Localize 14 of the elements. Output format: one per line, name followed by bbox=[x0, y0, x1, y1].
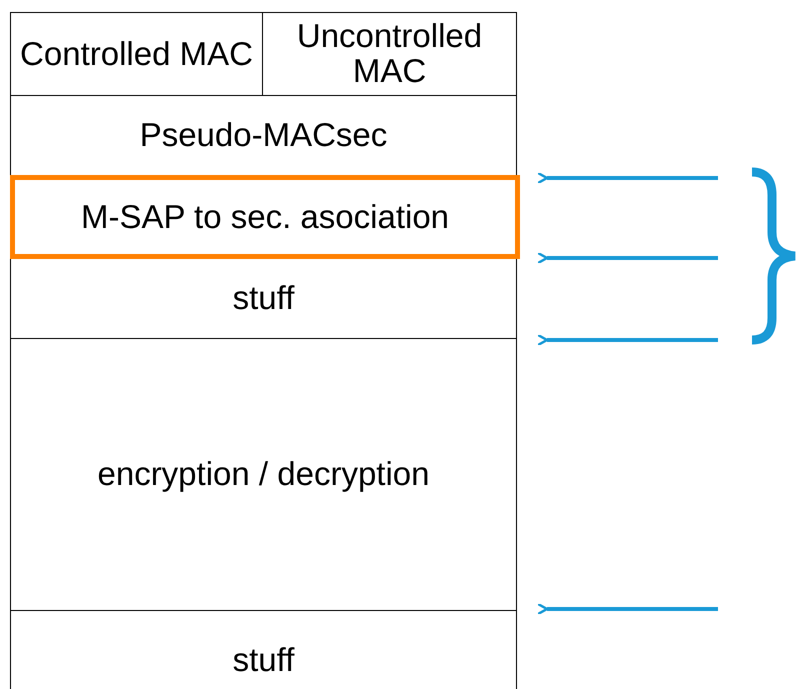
layer-label: Uncontrolled MAC bbox=[296, 19, 484, 89]
layer-box bbox=[10, 175, 520, 259]
layer-box bbox=[10, 610, 517, 689]
layer-box bbox=[10, 338, 517, 611]
layer-box bbox=[262, 12, 517, 96]
layer-label: M-SAP to sec. asociation bbox=[80, 200, 450, 234]
layer-label: Controlled MAC bbox=[19, 36, 254, 72]
layer-box bbox=[10, 258, 517, 339]
layer-box bbox=[10, 12, 263, 96]
layer-label: Pseudo-MACsec bbox=[138, 118, 388, 153]
layer-label: stuff bbox=[232, 281, 296, 316]
layer-label: stuff bbox=[232, 642, 296, 678]
layer-box bbox=[10, 95, 517, 176]
layer-label: encryption / decryption bbox=[96, 457, 430, 492]
